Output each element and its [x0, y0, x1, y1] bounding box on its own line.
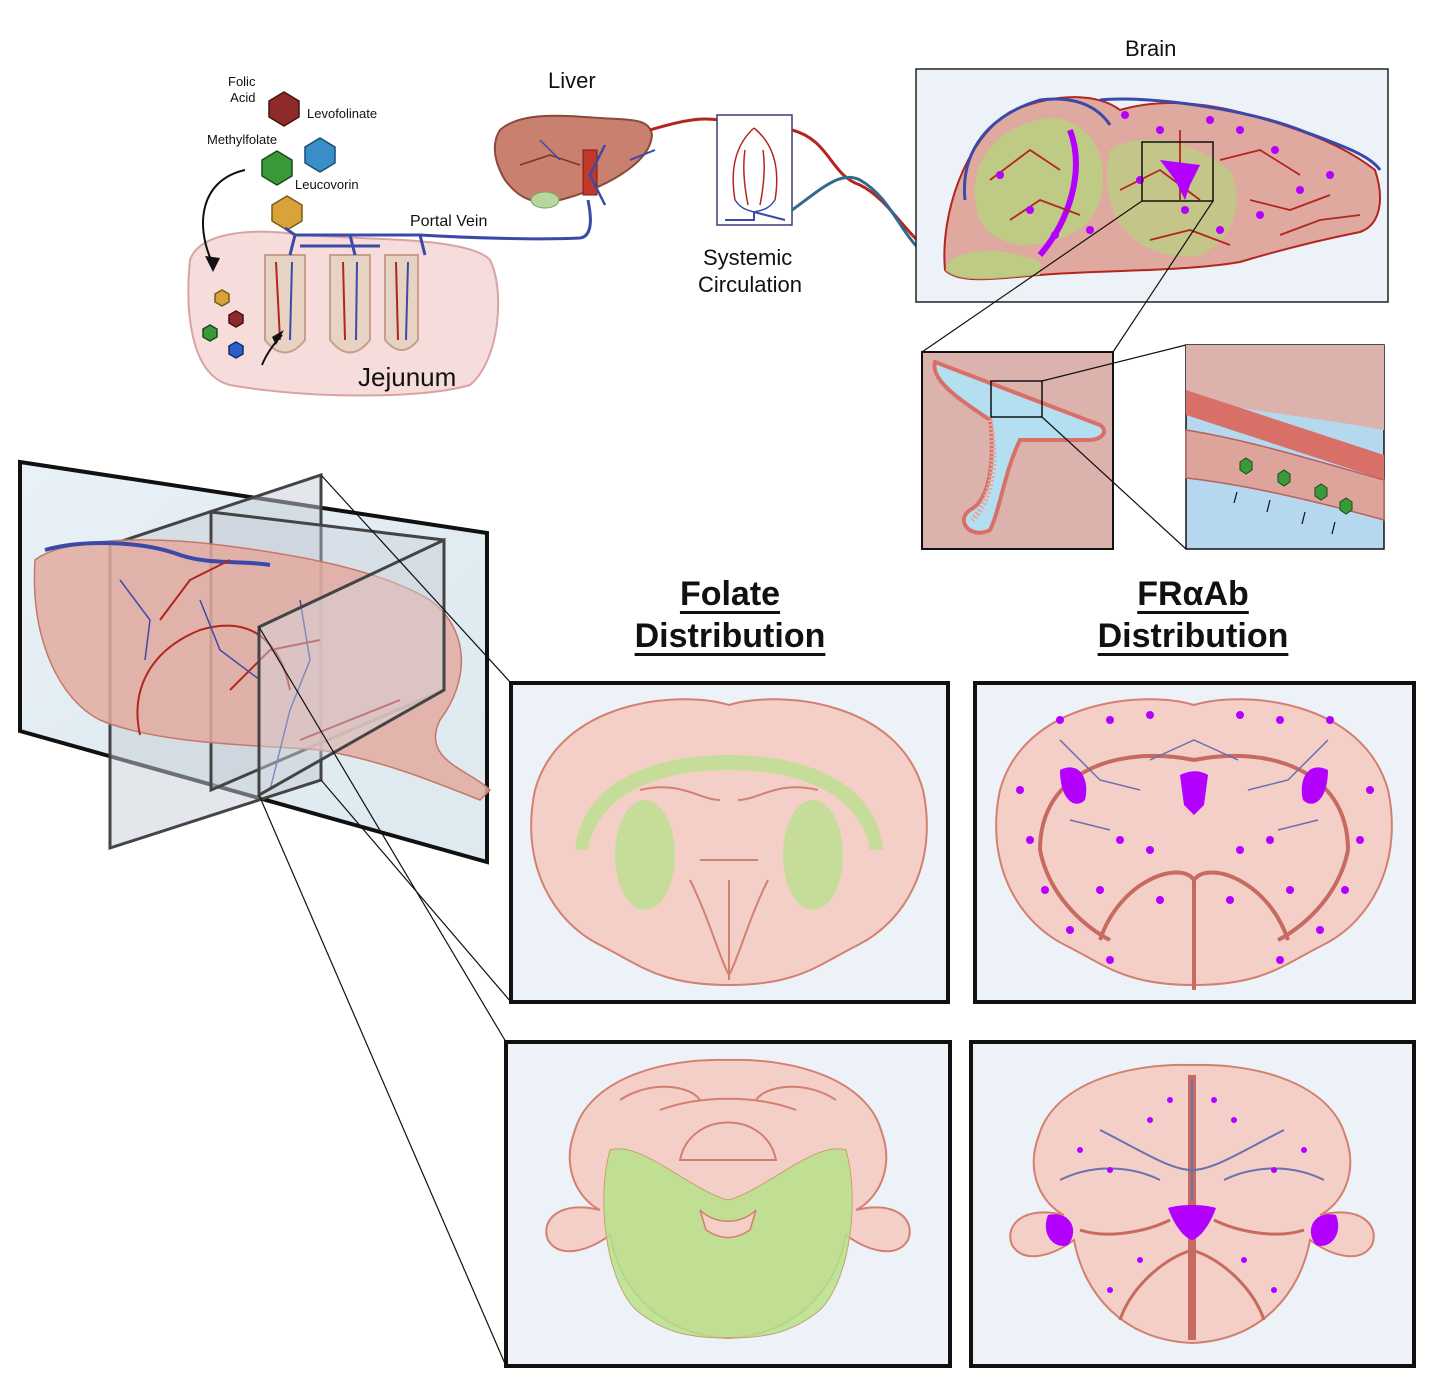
leucovorin-label: Leucovorin	[295, 177, 359, 192]
systemic-circulation-label-2: Circulation	[698, 272, 802, 297]
systemic-circulation-label-1: Systemic	[703, 245, 793, 270]
ventricle-zoom-panel	[921, 351, 1114, 550]
folate-title-line2: Distribution	[634, 617, 826, 655]
villi	[264, 254, 419, 354]
folic-acid-hexagon	[268, 91, 300, 127]
frab-spots	[996, 111, 1334, 239]
brain-3d-planes	[18, 459, 492, 865]
portal-vein-label: Portal Vein	[410, 213, 488, 230]
frab-title-line1: FRαAb	[1137, 575, 1249, 613]
systemic-circulation-box	[716, 114, 793, 226]
ventricle-zoom-box	[1141, 141, 1214, 202]
folic-acid-label: Folic Acid	[228, 74, 256, 105]
folate-coronal-panel	[509, 681, 950, 1004]
brain-sagittal-panel	[915, 68, 1389, 303]
frab-title-line2: Distribution	[1097, 617, 1289, 655]
brain-label: Brain	[1125, 36, 1177, 61]
jejunum-label: Jejunum	[358, 362, 457, 392]
frab-spots-coronal	[1016, 711, 1374, 964]
levofolinate-hexagon	[304, 137, 336, 173]
liver-illustration	[493, 114, 656, 209]
epithelium-zoom-panel	[1185, 344, 1385, 550]
villi-vessels	[275, 261, 409, 341]
liver-label: Liver	[548, 68, 596, 93]
molecule-hexagons	[261, 91, 336, 231]
portal-vein	[284, 199, 592, 256]
frab-coronal-panel	[973, 681, 1416, 1004]
methylfolate-hexagon	[261, 150, 293, 186]
frab-hindbrain-panel	[969, 1040, 1416, 1368]
epithelium-zoom-box	[990, 380, 1043, 418]
leucovorin-hexagon	[271, 195, 303, 231]
artery-to-brain	[791, 128, 936, 257]
jejunum-hexagons	[202, 289, 244, 359]
jejunum-illustration	[187, 169, 500, 397]
frab-distribution-title: FRαAb Distribution	[1023, 573, 1363, 657]
folate-hindbrain-panel	[504, 1040, 952, 1368]
vein-to-brain	[791, 175, 936, 264]
folate-distribution-title: Folate Distribution	[560, 573, 900, 657]
projection-lines	[258, 474, 512, 1367]
folate-title-line1: Folate	[679, 575, 781, 613]
methylfolate-label: Methylfolate	[207, 132, 278, 147]
ingestion-arrow	[202, 169, 246, 263]
levofolinate-label: Levofolinate	[307, 106, 378, 121]
